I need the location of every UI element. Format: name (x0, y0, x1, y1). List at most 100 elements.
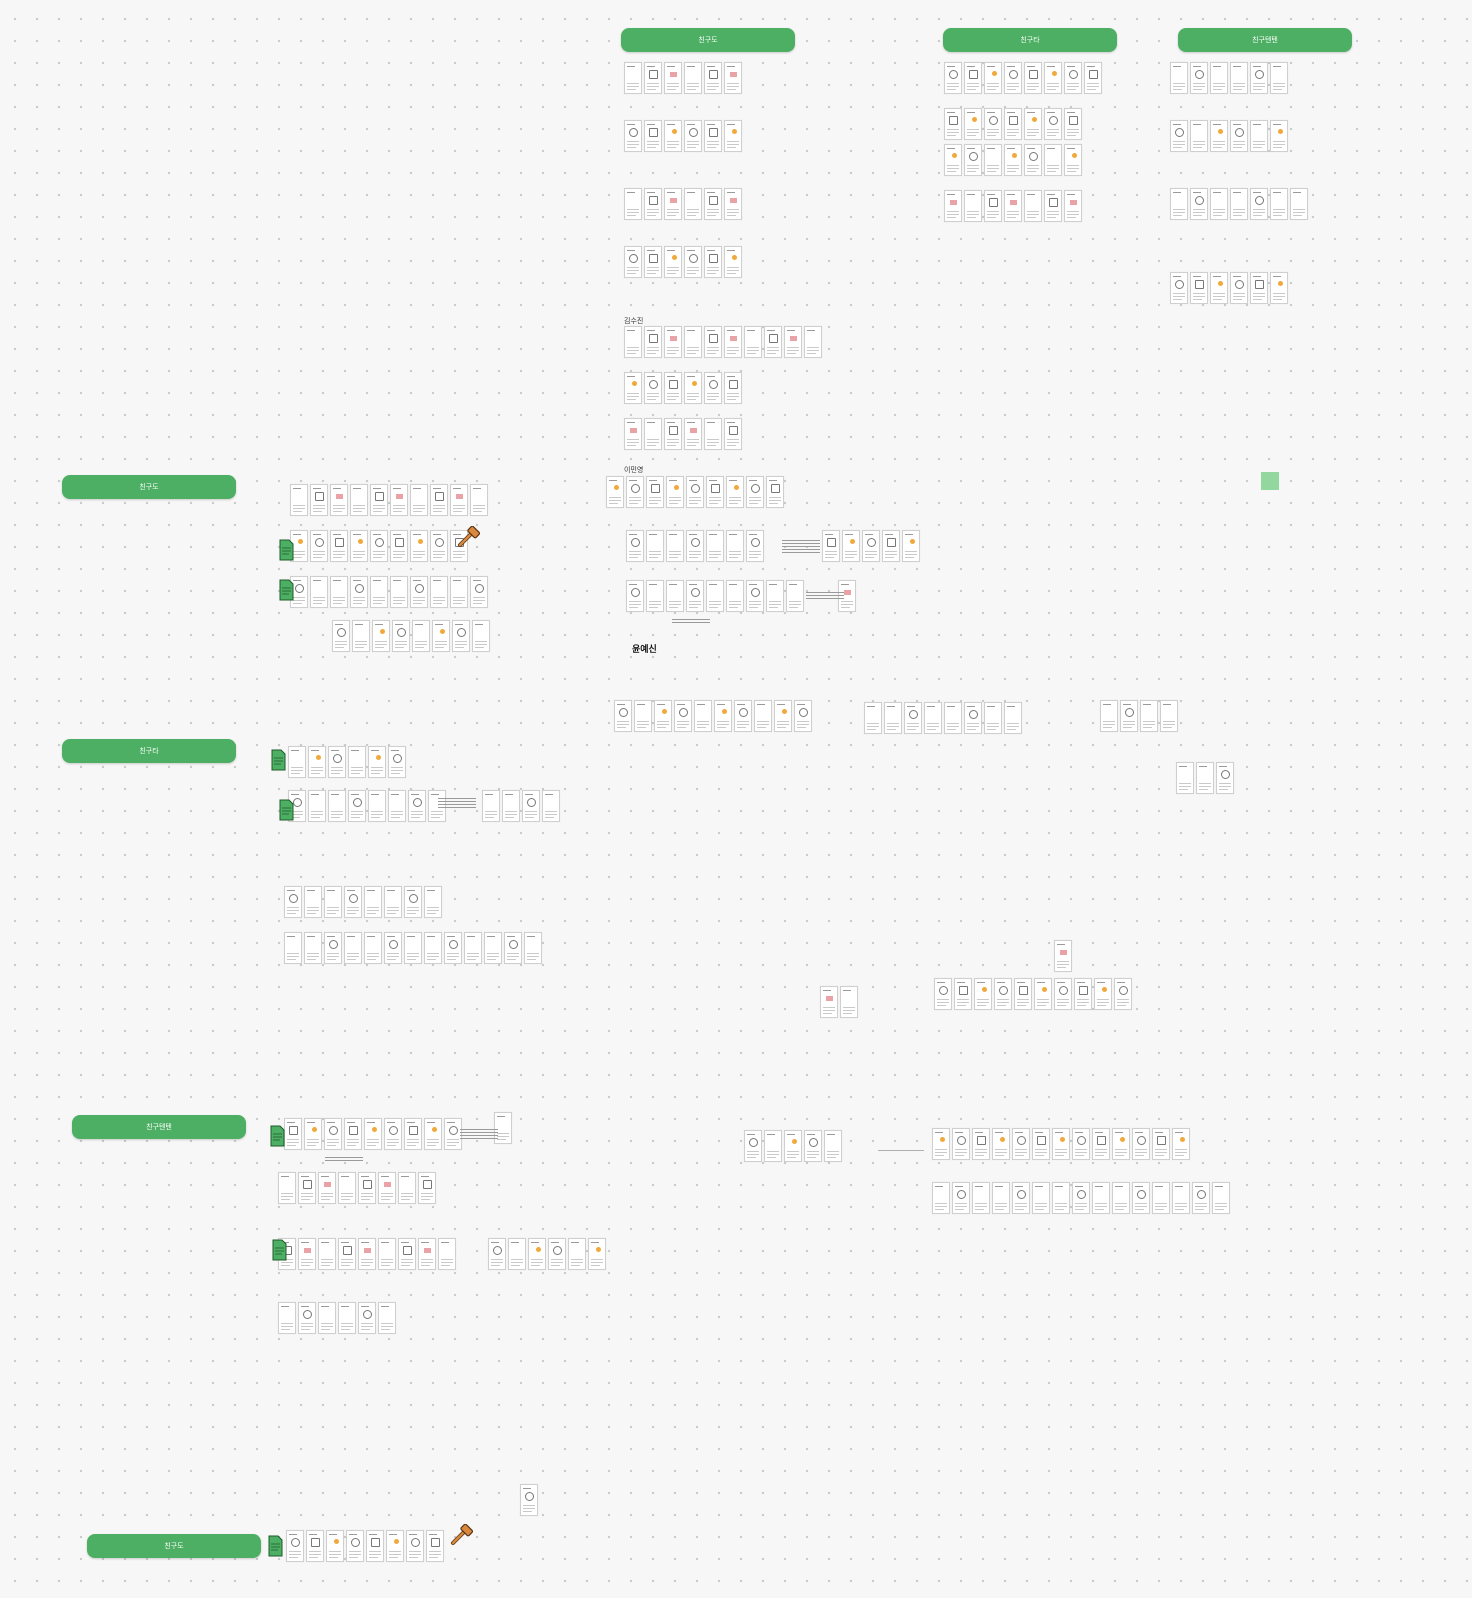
page-thumbnail[interactable] (1044, 144, 1062, 176)
page-thumbnail[interactable] (666, 530, 684, 562)
page-thumbnail[interactable] (964, 702, 982, 734)
page-thumbnail[interactable] (1004, 702, 1022, 734)
page-thumbnail[interactable] (726, 476, 744, 508)
page-thumbnail[interactable] (1152, 1182, 1170, 1214)
page-thumbnail[interactable] (568, 1238, 586, 1270)
name-label-a[interactable]: 김수진 (624, 318, 644, 325)
page-thumbnail[interactable] (426, 1530, 444, 1562)
page-thumbnail[interactable] (308, 790, 326, 822)
page-thumbnail[interactable] (1250, 272, 1268, 304)
page-thumbnail[interactable] (784, 1130, 802, 1162)
page-thumbnail[interactable] (784, 326, 802, 358)
green-document-sticker-icon[interactable] (277, 538, 295, 562)
page-thumbnail[interactable] (390, 530, 408, 562)
page-thumbnail[interactable] (606, 476, 624, 508)
page-thumbnail[interactable] (304, 932, 322, 964)
page-thumbnail[interactable] (634, 700, 652, 732)
page-thumbnail[interactable] (624, 246, 642, 278)
orange-hammer-sticker-icon[interactable] (449, 1524, 473, 1548)
page-thumbnail[interactable] (644, 188, 662, 220)
page-thumbnail[interactable] (326, 1530, 344, 1562)
section-label-left-1[interactable]: 친구도 (62, 475, 236, 499)
page-thumbnail[interactable] (310, 530, 328, 562)
page-thumbnail[interactable] (974, 978, 992, 1010)
page-thumbnail[interactable] (1140, 700, 1158, 732)
page-thumbnail[interactable] (430, 530, 448, 562)
page-thumbnail[interactable] (1092, 1182, 1110, 1214)
page-thumbnail[interactable] (984, 62, 1002, 94)
page-thumbnail[interactable] (684, 120, 702, 152)
page-thumbnail[interactable] (952, 1128, 970, 1160)
page-thumbnail[interactable] (444, 932, 462, 964)
page-thumbnail[interactable] (932, 1182, 950, 1214)
page-thumbnail[interactable] (1190, 62, 1208, 94)
page-thumbnail[interactable] (308, 746, 326, 778)
page-thumbnail[interactable] (304, 886, 322, 918)
page-thumbnail[interactable] (972, 1182, 990, 1214)
page-thumbnail[interactable] (664, 62, 682, 94)
page-thumbnail[interactable] (734, 700, 752, 732)
page-thumbnail[interactable] (378, 1302, 396, 1334)
page-thumbnail[interactable] (764, 326, 782, 358)
page-thumbnail[interactable] (522, 790, 540, 822)
section-label-col-1[interactable]: 친구도 (621, 28, 795, 52)
page-thumbnail[interactable] (372, 620, 390, 652)
page-thumbnail[interactable] (744, 326, 762, 358)
page-thumbnail[interactable] (1172, 1128, 1190, 1160)
page-thumbnail[interactable] (684, 246, 702, 278)
page-thumbnail[interactable] (424, 932, 442, 964)
page-thumbnail[interactable] (746, 580, 764, 612)
note-block[interactable] (438, 796, 476, 810)
note-block[interactable] (782, 538, 820, 555)
page-thumbnail[interactable] (684, 372, 702, 404)
page-thumbnail[interactable] (524, 932, 542, 964)
green-document-sticker-icon[interactable] (270, 1238, 288, 1262)
page-thumbnail[interactable] (882, 530, 900, 562)
page-thumbnail[interactable] (338, 1238, 356, 1270)
page-thumbnail[interactable] (1190, 272, 1208, 304)
page-thumbnail[interactable] (470, 484, 488, 516)
page-thumbnail[interactable] (432, 620, 450, 652)
page-thumbnail[interactable] (902, 530, 920, 562)
page-thumbnail[interactable] (1014, 978, 1032, 1010)
page-thumbnail[interactable] (1072, 1128, 1090, 1160)
page-thumbnail[interactable] (348, 746, 366, 778)
page-thumbnail[interactable] (624, 62, 642, 94)
page-thumbnail[interactable] (644, 418, 662, 450)
page-thumbnail[interactable] (502, 790, 520, 822)
page-thumbnail[interactable] (358, 1172, 376, 1204)
page-thumbnail[interactable] (430, 484, 448, 516)
page-thumbnail[interactable] (774, 700, 792, 732)
page-thumbnail[interactable] (388, 790, 406, 822)
page-thumbnail[interactable] (1064, 108, 1082, 140)
page-thumbnail[interactable] (726, 530, 744, 562)
page-thumbnail[interactable] (306, 1530, 324, 1562)
name-label-b[interactable]: 이민영 (624, 467, 644, 474)
page-thumbnail[interactable] (694, 700, 712, 732)
page-thumbnail[interactable] (290, 484, 308, 516)
page-thumbnail[interactable] (964, 108, 982, 140)
page-thumbnail[interactable] (714, 700, 732, 732)
page-thumbnail[interactable] (944, 62, 962, 94)
page-thumbnail[interactable] (644, 326, 662, 358)
page-thumbnail[interactable] (368, 746, 386, 778)
page-thumbnail[interactable] (364, 932, 382, 964)
page-thumbnail[interactable] (944, 108, 962, 140)
section-label-col-2[interactable]: 친구타 (943, 28, 1117, 52)
page-thumbnail[interactable] (646, 580, 664, 612)
page-thumbnail[interactable] (984, 144, 1002, 176)
page-thumbnail[interactable] (438, 1238, 456, 1270)
page-thumbnail[interactable] (1024, 108, 1042, 140)
page-thumbnail[interactable] (346, 1530, 364, 1562)
page-thumbnail[interactable] (626, 530, 644, 562)
page-thumbnail[interactable] (1044, 190, 1062, 222)
page-thumbnail[interactable] (1170, 62, 1188, 94)
page-thumbnail[interactable] (1210, 188, 1228, 220)
page-thumbnail[interactable] (704, 246, 722, 278)
page-thumbnail[interactable] (450, 484, 468, 516)
page-thumbnail[interactable] (704, 120, 722, 152)
page-thumbnail[interactable] (1152, 1128, 1170, 1160)
page-thumbnail[interactable] (284, 886, 302, 918)
page-thumbnail[interactable] (404, 1118, 422, 1150)
